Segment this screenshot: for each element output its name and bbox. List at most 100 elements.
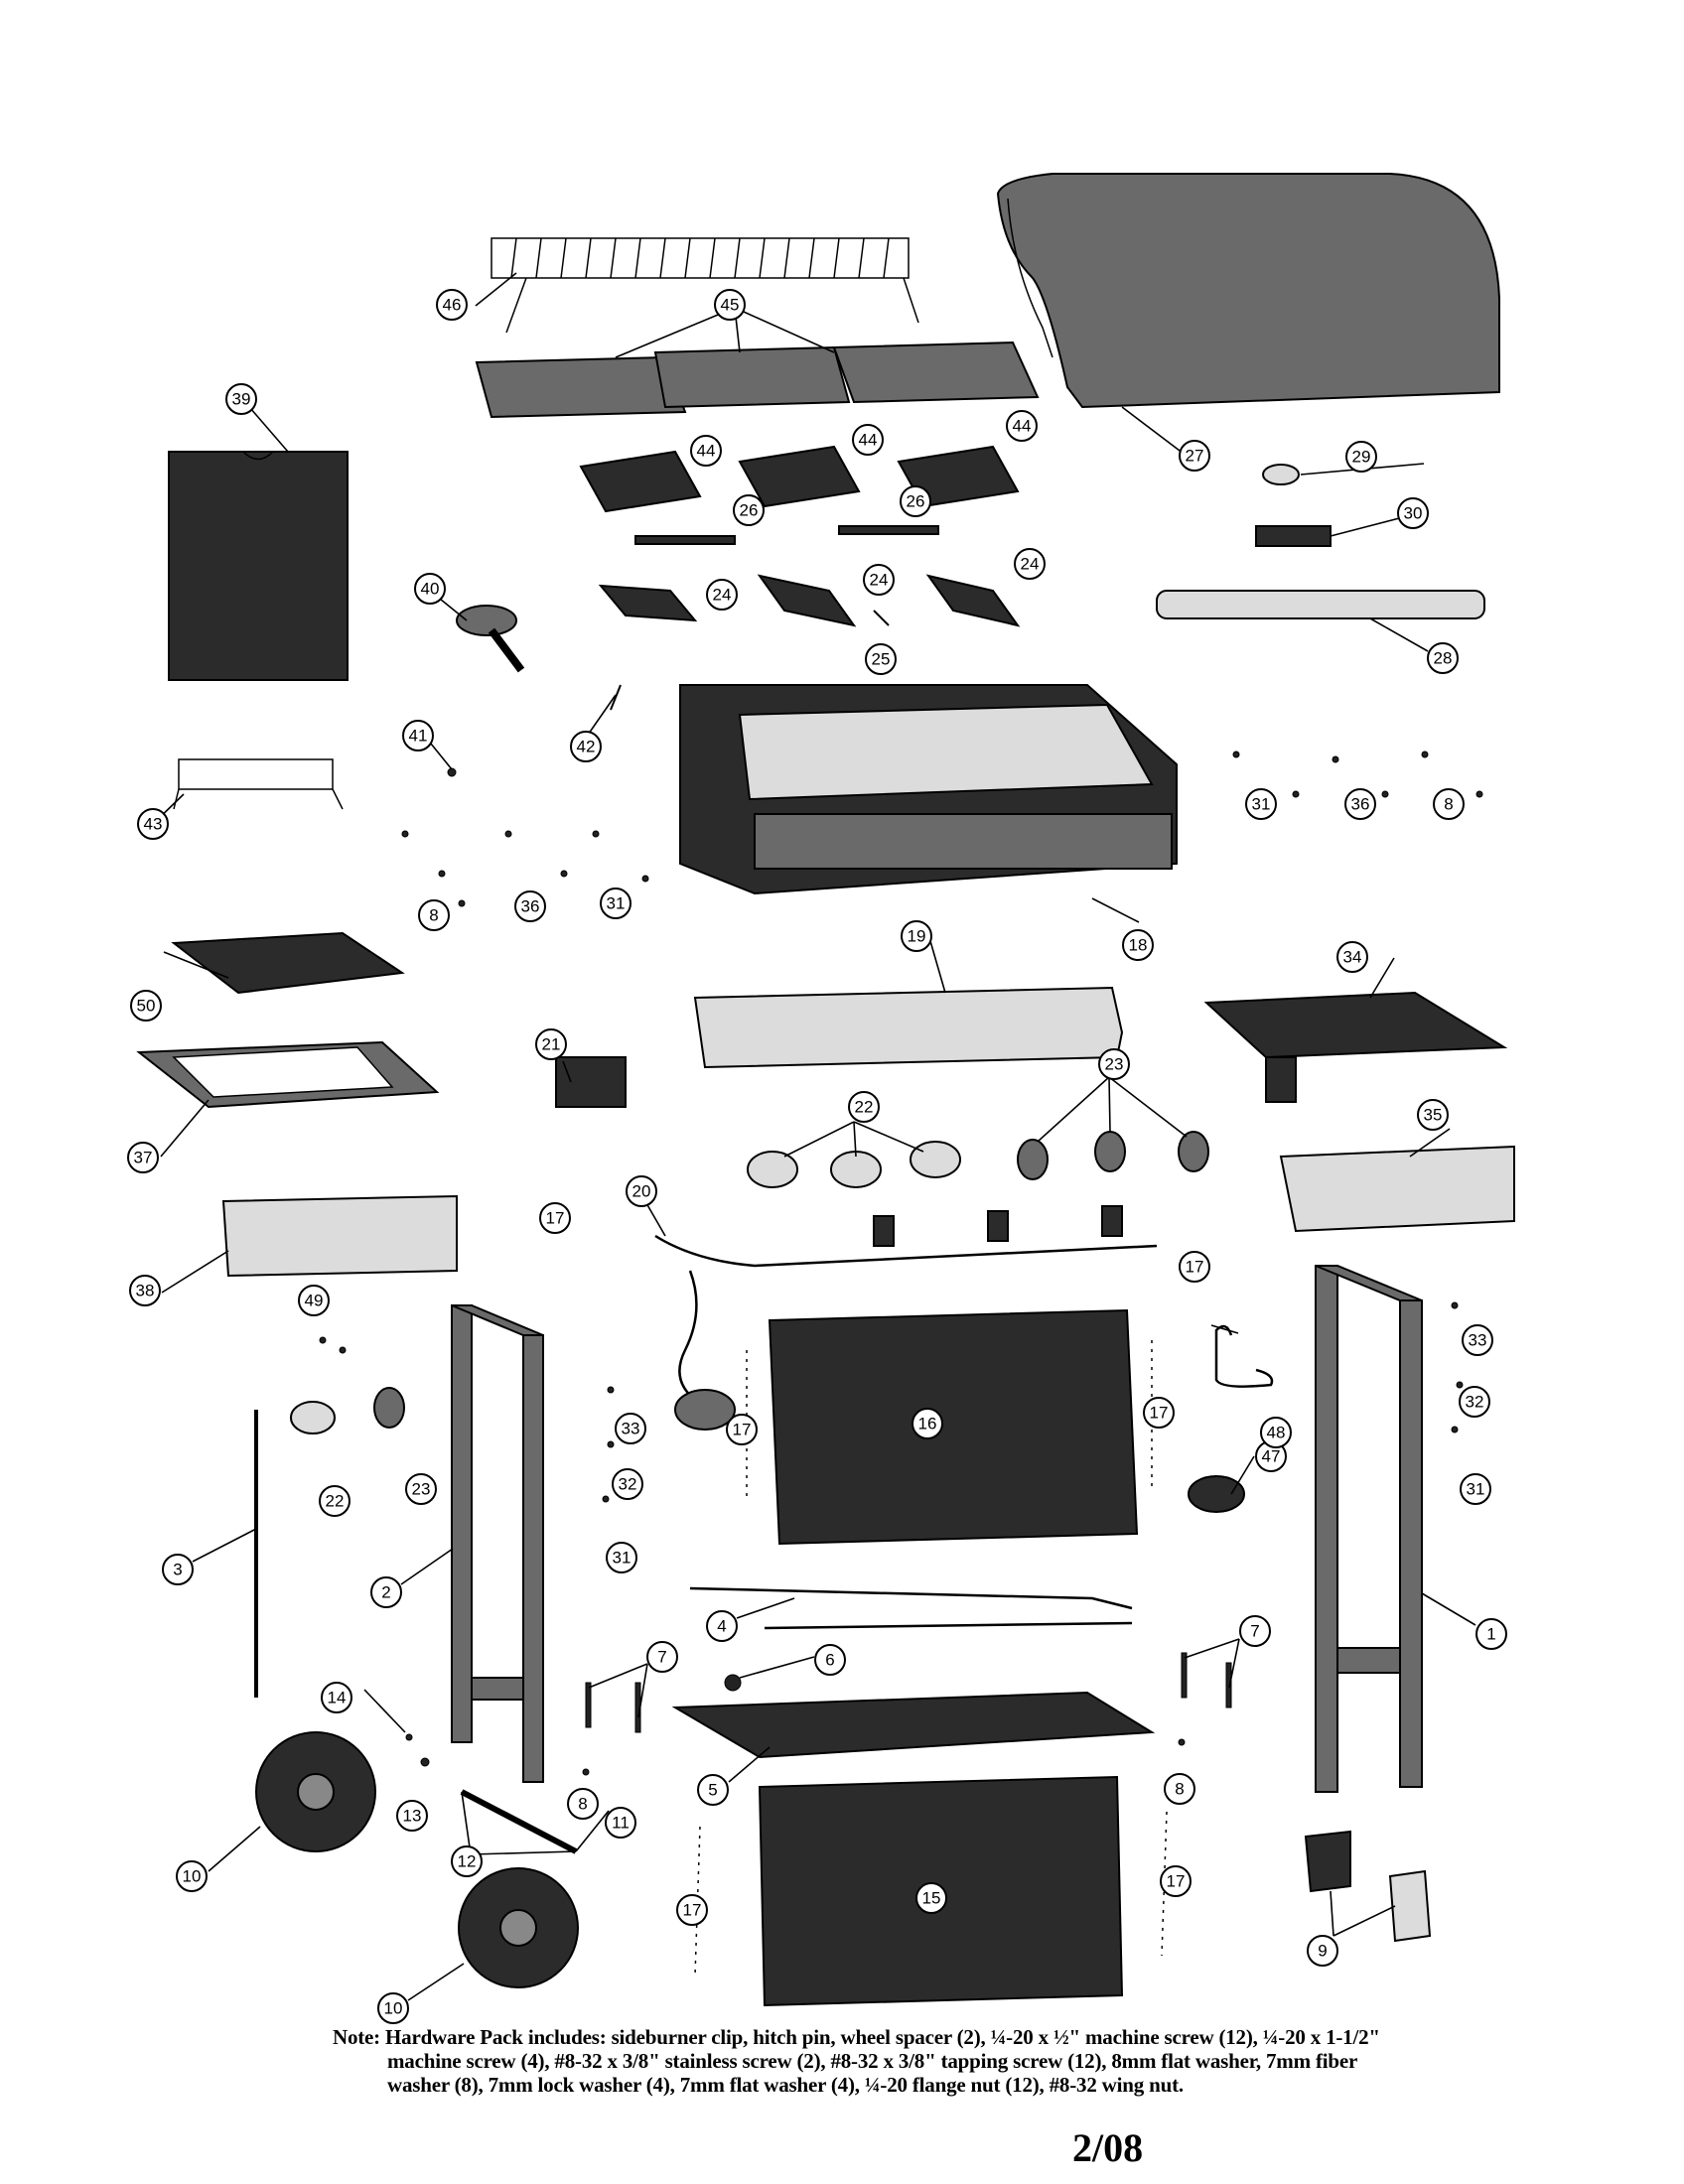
callout-17: 17 (676, 1894, 708, 1926)
svg-text:25: 25 (872, 650, 891, 669)
svg-text:12: 12 (458, 1852, 477, 1871)
svg-text:36: 36 (521, 897, 540, 916)
svg-text:17: 17 (546, 1209, 565, 1228)
side-burner-grate (173, 758, 344, 810)
callout-8: 8 (1433, 788, 1465, 820)
callout-23: 23 (405, 1473, 437, 1505)
valve-manifold (654, 1205, 1158, 1431)
bezel (290, 1401, 336, 1434)
svg-text:7: 7 (657, 1648, 666, 1667)
lid-handle (1156, 590, 1485, 619)
callout-7: 7 (646, 1641, 678, 1673)
callout-41: 41 (402, 720, 434, 751)
callout-46: 46 (436, 289, 468, 321)
callout-17: 17 (1179, 1251, 1210, 1283)
svg-text:47: 47 (1262, 1447, 1281, 1466)
svg-text:46: 46 (443, 296, 462, 315)
callout-19: 19 (901, 920, 932, 952)
svg-text:8: 8 (1444, 795, 1453, 814)
callout-26: 26 (900, 485, 931, 517)
svg-text:7: 7 (1250, 1622, 1259, 1641)
burner-supports (634, 525, 939, 545)
callout-15: 15 (915, 1882, 947, 1914)
callout-44: 44 (1006, 410, 1038, 442)
svg-text:31: 31 (607, 894, 626, 913)
callout-30: 30 (1397, 497, 1429, 529)
svg-text:17: 17 (733, 1421, 752, 1439)
fasteners (319, 610, 1483, 1977)
svg-text:37: 37 (134, 1149, 153, 1167)
callout-9: 9 (1307, 1935, 1338, 1967)
cart-frame-left (451, 1304, 544, 1783)
callout-39: 39 (225, 383, 257, 415)
warming-rack (491, 237, 919, 334)
callout-32: 32 (612, 1468, 643, 1500)
svg-text:31: 31 (1252, 795, 1271, 814)
svg-text:10: 10 (384, 1999, 403, 2018)
callout-50: 50 (130, 990, 162, 1022)
callout-25: 25 (865, 643, 897, 675)
svg-text:39: 39 (232, 390, 251, 409)
svg-text:11: 11 (612, 1814, 630, 1833)
svg-text:32: 32 (619, 1475, 637, 1494)
callout-31: 31 (606, 1542, 637, 1573)
callout-24: 24 (1014, 548, 1046, 580)
svg-text:17: 17 (1167, 1872, 1186, 1891)
callout-8: 8 (567, 1788, 599, 1820)
svg-text:36: 36 (1351, 795, 1370, 814)
leg-foot (1304, 1830, 1351, 1893)
leg-foot (1388, 1869, 1432, 1943)
svg-text:24: 24 (870, 571, 889, 590)
svg-text:49: 49 (305, 1292, 324, 1310)
grease-cup (1188, 1475, 1245, 1513)
temperature-gauge (1262, 464, 1300, 485)
svg-text:26: 26 (907, 492, 925, 511)
svg-text:1: 1 (1486, 1625, 1495, 1644)
svg-text:23: 23 (1105, 1055, 1124, 1074)
revision-date: 2/08 (1072, 2125, 1144, 2170)
svg-text:14: 14 (328, 1689, 347, 1707)
svg-text:44: 44 (697, 442, 716, 461)
callout-45: 45 (714, 289, 746, 321)
svg-text:3: 3 (173, 1561, 182, 1579)
svg-text:31: 31 (1467, 1480, 1485, 1499)
callout-10: 10 (176, 1860, 208, 1892)
svg-text:28: 28 (1434, 649, 1453, 668)
wheel (458, 1867, 579, 1988)
callout-31: 31 (1460, 1473, 1491, 1505)
callout-24: 24 (706, 579, 738, 611)
callout-34: 34 (1336, 941, 1368, 973)
callout-29: 29 (1345, 441, 1377, 473)
svg-text:27: 27 (1186, 447, 1204, 466)
side-shelf-right (1203, 991, 1508, 1103)
svg-text:32: 32 (1466, 1393, 1484, 1412)
cart-frame-right (1315, 1265, 1423, 1793)
callout-48: 48 (1260, 1417, 1292, 1448)
axle (460, 1789, 578, 1854)
svg-text:5: 5 (708, 1781, 717, 1800)
callout-31: 31 (1245, 788, 1277, 820)
callout-4: 4 (706, 1610, 738, 1642)
callout-44: 44 (852, 424, 884, 456)
svg-text:40: 40 (421, 580, 440, 599)
svg-text:10: 10 (183, 1867, 202, 1886)
burners (598, 574, 1021, 627)
side-burner (456, 605, 517, 636)
svg-text:8: 8 (578, 1795, 587, 1814)
callout-38: 38 (129, 1275, 161, 1306)
note-line-2: machine screw (4), #8-32 x 3/8" stainles… (387, 2049, 1358, 2073)
control-knob (1094, 1131, 1126, 1172)
cart-panel-upper (768, 1308, 1139, 1546)
bezel (830, 1151, 882, 1188)
svg-text:21: 21 (542, 1035, 561, 1054)
callout-18: 18 (1122, 929, 1154, 961)
callout-11: 11 (605, 1807, 636, 1839)
callout-31: 31 (600, 887, 632, 919)
svg-text:17: 17 (1150, 1404, 1169, 1423)
side-shelf-insert-right (1279, 1145, 1515, 1233)
callout-33: 33 (615, 1413, 646, 1444)
svg-text:9: 9 (1318, 1942, 1327, 1961)
callout-17: 17 (1160, 1865, 1192, 1897)
svg-text:44: 44 (859, 431, 878, 450)
